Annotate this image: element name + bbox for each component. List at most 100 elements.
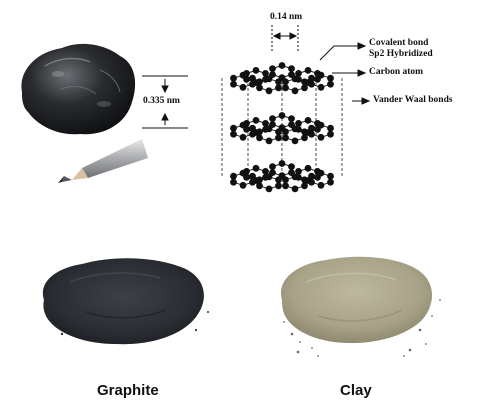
- carbon-atom: [301, 182, 308, 190]
- carbon-atom: [269, 115, 276, 122]
- carbon-atom: [256, 134, 263, 142]
- carbon-atom: [269, 163, 276, 171]
- carbon-atom: [282, 84, 289, 92]
- carbon-atom: [230, 74, 237, 82]
- clay-speck: [311, 347, 313, 349]
- carbon-atom: [275, 78, 282, 86]
- carbon-atom: [239, 169, 247, 177]
- carbon-atom: [256, 128, 263, 136]
- carbon-atom: [278, 62, 286, 69]
- clay-speck: [418, 328, 422, 332]
- carbon-atom: [308, 130, 315, 138]
- clay-speck: [425, 343, 427, 345]
- carbon-atom: [282, 134, 289, 142]
- carbon-atom: [327, 124, 334, 132]
- carbon-atom: [275, 128, 282, 136]
- interlayer-spacing-indicator: [142, 75, 188, 129]
- carbon-atom: [282, 128, 289, 136]
- clay-speck: [408, 348, 412, 352]
- carbon-atom: [282, 176, 289, 184]
- carbon-atom: [278, 112, 286, 119]
- carbon-atom: [249, 124, 256, 132]
- carbon-atom: [239, 181, 247, 189]
- carbon-atom: [275, 84, 282, 92]
- carbon-atom: [265, 125, 273, 133]
- carbon-atom: [256, 182, 263, 190]
- carbon-atom: [291, 87, 299, 95]
- carbon-atom: [308, 178, 315, 186]
- carbon-atom: [265, 137, 273, 145]
- clay-speck: [290, 332, 294, 336]
- carbon-atom: [327, 130, 334, 138]
- carbon-atom: [308, 124, 315, 132]
- carbon-atom: [252, 117, 260, 124]
- clay-speck: [296, 350, 300, 354]
- carbon-atom: [265, 75, 273, 83]
- carbon-atom: [278, 160, 286, 167]
- carbon-atom: [239, 121, 247, 129]
- carbon-atom: [317, 83, 325, 91]
- carbon-atom: [239, 83, 247, 91]
- carbon-atom: [301, 78, 308, 86]
- carbon-atom: [291, 75, 299, 83]
- carbon-atom: [282, 78, 289, 86]
- interlayer-spacing-label: 0.335 nm: [143, 96, 180, 106]
- carbon-atom: [291, 173, 299, 181]
- clay-caption: Clay: [340, 382, 372, 399]
- carbon-atom: [317, 121, 325, 129]
- carbon-atom: [317, 169, 325, 177]
- pencil-icon: [58, 139, 148, 183]
- carbon-atom: [269, 65, 276, 72]
- carbon-atom-label: Carbon atom: [369, 67, 424, 77]
- covalent-bond-label: Covalent bond: [369, 38, 429, 48]
- carbon-atom: [301, 84, 308, 92]
- carbon-atom: [295, 168, 302, 175]
- carbon-atom: [252, 67, 260, 74]
- carbon-atom: [230, 178, 237, 186]
- carbon-atom: [275, 176, 282, 184]
- carbon-atom: [304, 117, 312, 124]
- carbon-atom: [288, 163, 295, 171]
- carbon-atom: [327, 74, 334, 82]
- carbon-atom: [265, 185, 273, 193]
- carbon-atom: [301, 128, 308, 136]
- carbon-atom: [291, 137, 299, 145]
- bond-length-indicator: [271, 25, 299, 52]
- carbon-atom: [239, 133, 247, 141]
- carbon-atom: [256, 84, 263, 92]
- carbon-atom: [282, 182, 289, 190]
- carbon-atom: [308, 74, 315, 82]
- carbon-atom: [288, 115, 295, 122]
- clay-speck: [431, 315, 433, 317]
- carbon-atom: [301, 176, 308, 184]
- carbon-atom: [327, 172, 334, 180]
- carbon-atom: [265, 87, 273, 95]
- carbon-atom: [317, 71, 325, 79]
- vander-waal-label: Vander Waal bonds: [373, 95, 453, 105]
- carbon-atom: [301, 134, 308, 142]
- carbon-atom: [262, 70, 269, 77]
- carbon-atom: [230, 130, 237, 138]
- carbon-atom: [275, 182, 282, 190]
- carbon-atom: [249, 130, 256, 138]
- clay-powder-icon: [280, 256, 441, 357]
- graphite-lattice: [221, 62, 343, 193]
- carbon-atom: [249, 172, 256, 180]
- graphite-caption: Graphite: [97, 382, 159, 399]
- annotation-arrows: [319, 42, 371, 105]
- carbon-atom: [291, 125, 299, 133]
- carbon-atom: [275, 134, 282, 142]
- carbon-atom: [295, 120, 302, 127]
- bond-length-label: 0.14 nm: [270, 12, 303, 22]
- carbon-atom: [249, 80, 256, 88]
- carbon-atom: [317, 181, 325, 189]
- carbon-atom: [230, 172, 237, 180]
- carbon-atom: [230, 80, 237, 88]
- carbon-atom: [262, 168, 269, 175]
- graphite-rock-icon: [21, 43, 136, 135]
- carbon-atom: [327, 178, 334, 186]
- carbon-atom: [252, 164, 260, 172]
- carbon-atom: [249, 74, 256, 82]
- carbon-atom: [262, 120, 269, 127]
